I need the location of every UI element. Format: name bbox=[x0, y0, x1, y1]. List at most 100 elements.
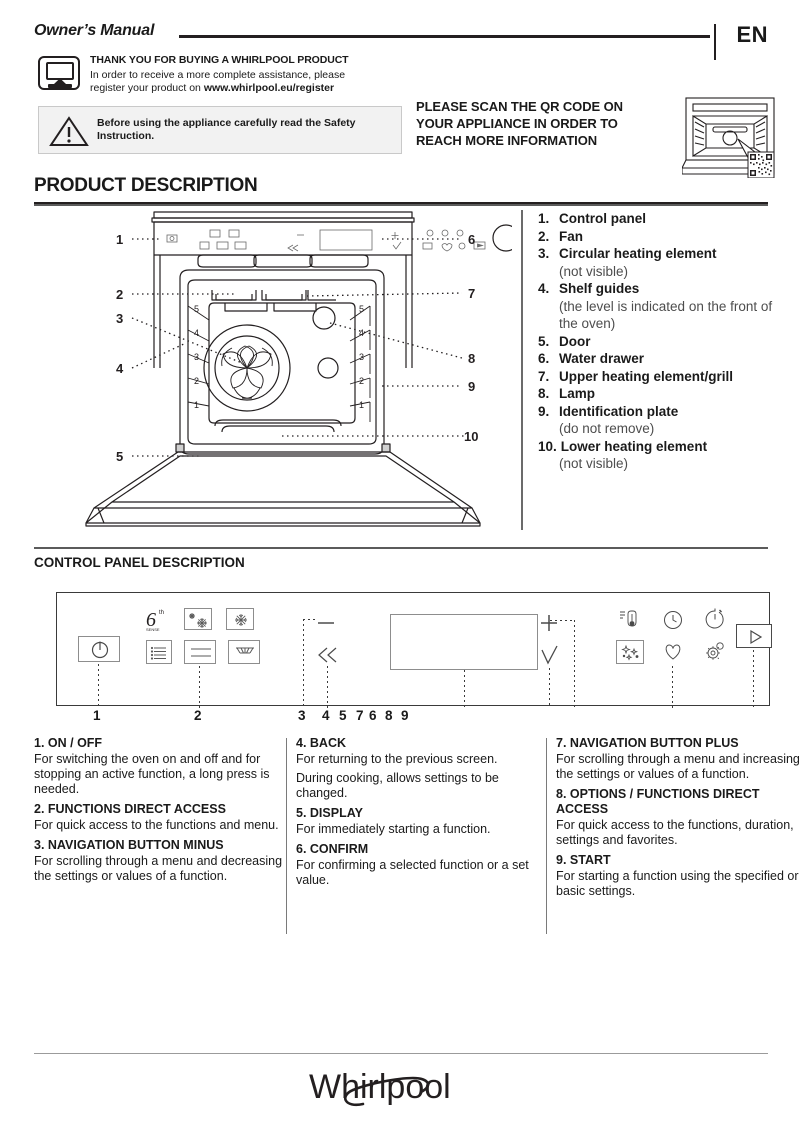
warning-triangle-icon bbox=[49, 116, 89, 146]
display-screen[interactable] bbox=[390, 614, 538, 670]
plus-button[interactable] bbox=[538, 612, 560, 634]
legend-item: 2. Fan bbox=[538, 228, 778, 246]
leader-line-9 bbox=[753, 650, 755, 708]
shelf-level-right-3: 3 bbox=[359, 352, 364, 362]
conventional-bake-button[interactable] bbox=[184, 640, 216, 664]
legend-item: 8. Lamp bbox=[538, 385, 778, 403]
product-description-title: PRODUCT DESCRIPTION bbox=[34, 175, 258, 196]
confirm-button[interactable] bbox=[538, 644, 562, 668]
leader-line-4 bbox=[327, 666, 329, 708]
header-top-bar: Owner’s Manual EN bbox=[34, 22, 768, 60]
settings-button[interactable] bbox=[702, 638, 728, 664]
cp-number-7: 7 bbox=[356, 708, 364, 723]
shelf-level-left-4: 4 bbox=[194, 328, 199, 338]
frozen-bake-icon bbox=[235, 614, 247, 626]
leader-line-1 bbox=[98, 664, 100, 708]
legend-item-sub: (not visible) bbox=[559, 456, 629, 471]
meat-probe-button[interactable] bbox=[616, 608, 642, 632]
safety-notice-text: Before using the appliance carefully rea… bbox=[97, 117, 356, 142]
brand-logo: Whirlpool bbox=[0, 1062, 802, 1119]
legend-item-number: 5. bbox=[538, 333, 550, 349]
callout-3: 3 bbox=[116, 311, 123, 326]
svg-text:th: th bbox=[159, 610, 164, 616]
column-divider-1 bbox=[286, 738, 288, 934]
column-divider-2 bbox=[546, 738, 548, 934]
cp-number-6: 6 bbox=[369, 708, 377, 723]
entry-body-display: For immediately starting a function. bbox=[296, 822, 491, 836]
grill-icon bbox=[236, 647, 254, 654]
legend-item-sub: (do not remove) bbox=[559, 421, 655, 436]
legend-item-label: Lower heating element bbox=[560, 438, 708, 454]
leader-line-3-horizontal bbox=[303, 619, 317, 621]
entry-title-navigation-plus: 7. NAVIGATION BUTTON PLUS bbox=[556, 736, 739, 750]
legend-item-number: 8. bbox=[538, 386, 550, 401]
entry-body-navigation-plus: For scrolling through a menu and increas… bbox=[556, 752, 800, 781]
legend-item-label: Control panel bbox=[559, 211, 646, 226]
cp-number-5: 5 bbox=[339, 708, 347, 723]
clean-button[interactable] bbox=[616, 640, 644, 664]
sixth-sense-icon: 6 th SENSE bbox=[146, 609, 164, 632]
legend-item-label: Door bbox=[559, 333, 591, 349]
callout-1: 1 bbox=[116, 232, 123, 247]
legend-divider bbox=[521, 210, 523, 530]
svg-text:SENSE: SENSE bbox=[146, 627, 160, 632]
product-description-rule bbox=[34, 204, 768, 206]
qr-callout: PLEASE SCAN THE QR CODE ON YOUR APPLIANC… bbox=[416, 98, 666, 149]
clock-button[interactable] bbox=[660, 608, 686, 632]
monitor-screen-shape bbox=[46, 62, 74, 80]
control-panel-callout-numbers: 1 2 3 4 5 7 6 8 9 bbox=[56, 708, 770, 730]
control-panel-description-title: CONTROL PANEL DESCRIPTION bbox=[34, 555, 245, 570]
back-icon bbox=[318, 647, 337, 663]
legend-item: 1. Control panel bbox=[538, 210, 778, 228]
legend-item-label: Fan bbox=[559, 228, 584, 244]
entry-body-back-1: For returning to the previous screen. bbox=[296, 752, 498, 766]
power-icon bbox=[91, 641, 109, 659]
shelf-level-left-1: 1 bbox=[194, 400, 199, 410]
power-button[interactable] bbox=[78, 636, 120, 662]
cp-number-2: 2 bbox=[194, 708, 202, 723]
footer-rule bbox=[34, 1053, 768, 1055]
legend-item: 10. Lower heating element bbox=[538, 438, 778, 456]
timer-button[interactable] bbox=[702, 606, 728, 632]
legend-item-number: 2. bbox=[538, 228, 550, 244]
entry-body-options: For quick access to the functions, durat… bbox=[556, 818, 794, 847]
meat-probe-icon bbox=[620, 610, 637, 627]
conventional-bake-icon bbox=[191, 648, 211, 657]
control-panel-rule bbox=[34, 547, 768, 549]
menu-button[interactable] bbox=[146, 640, 172, 664]
sixth-sense-button[interactable]: 6 th SENSE bbox=[144, 606, 174, 632]
shelf-level-right-2: 2 bbox=[359, 376, 364, 386]
header-body: THANK YOU FOR BUYING A WHIRLPOOL PRODUCT… bbox=[34, 54, 775, 205]
legend-item-label: Identification plate bbox=[559, 403, 679, 419]
start-button[interactable] bbox=[736, 624, 772, 648]
oven-diagram: 5 4 3 2 1 5 4 3 2 1 1 2 3 bbox=[85, 211, 512, 527]
description-column-3: 7. NAVIGATION BUTTON PLUS For scrolling … bbox=[556, 736, 802, 899]
leader-line-7 bbox=[574, 620, 576, 708]
page-header: Owner’s Manual EN THANK YOU FOR BUYING A… bbox=[34, 22, 775, 205]
control-panel-diagram: 6 th SENSE bbox=[56, 592, 772, 732]
leader-line-2 bbox=[199, 666, 201, 708]
entry-title-back: 4. BACK bbox=[296, 736, 347, 750]
legend-item-number: 9. bbox=[538, 403, 550, 419]
entry-body-back-2: During cooking, allows settings to be ch… bbox=[296, 771, 499, 800]
grill-button[interactable] bbox=[228, 640, 260, 664]
header-rule bbox=[179, 35, 710, 38]
shelf-level-left-5: 5 bbox=[194, 304, 199, 314]
description-column-2: 4. BACK For returning to the previous sc… bbox=[296, 736, 544, 888]
leader-line-3 bbox=[303, 619, 305, 708]
back-button[interactable] bbox=[314, 644, 342, 666]
defrost-button[interactable] bbox=[184, 608, 212, 630]
legend-item: 3. Circular heating element bbox=[538, 245, 778, 263]
legend-item-number: 3. bbox=[538, 246, 550, 261]
defrost-icon bbox=[189, 613, 207, 628]
entry-body-confirm: For confirming a selected function or a … bbox=[296, 858, 529, 887]
favourite-button[interactable] bbox=[660, 640, 686, 664]
clean-icon bbox=[621, 644, 639, 661]
minus-button[interactable] bbox=[314, 616, 338, 628]
frozen-bake-button[interactable] bbox=[226, 608, 254, 630]
leader-line-6 bbox=[549, 668, 551, 708]
minus-icon bbox=[318, 622, 334, 624]
entry-body-functions-direct-access: For quick access to the functions and me… bbox=[34, 818, 279, 832]
header-vertical-rule bbox=[714, 24, 716, 60]
